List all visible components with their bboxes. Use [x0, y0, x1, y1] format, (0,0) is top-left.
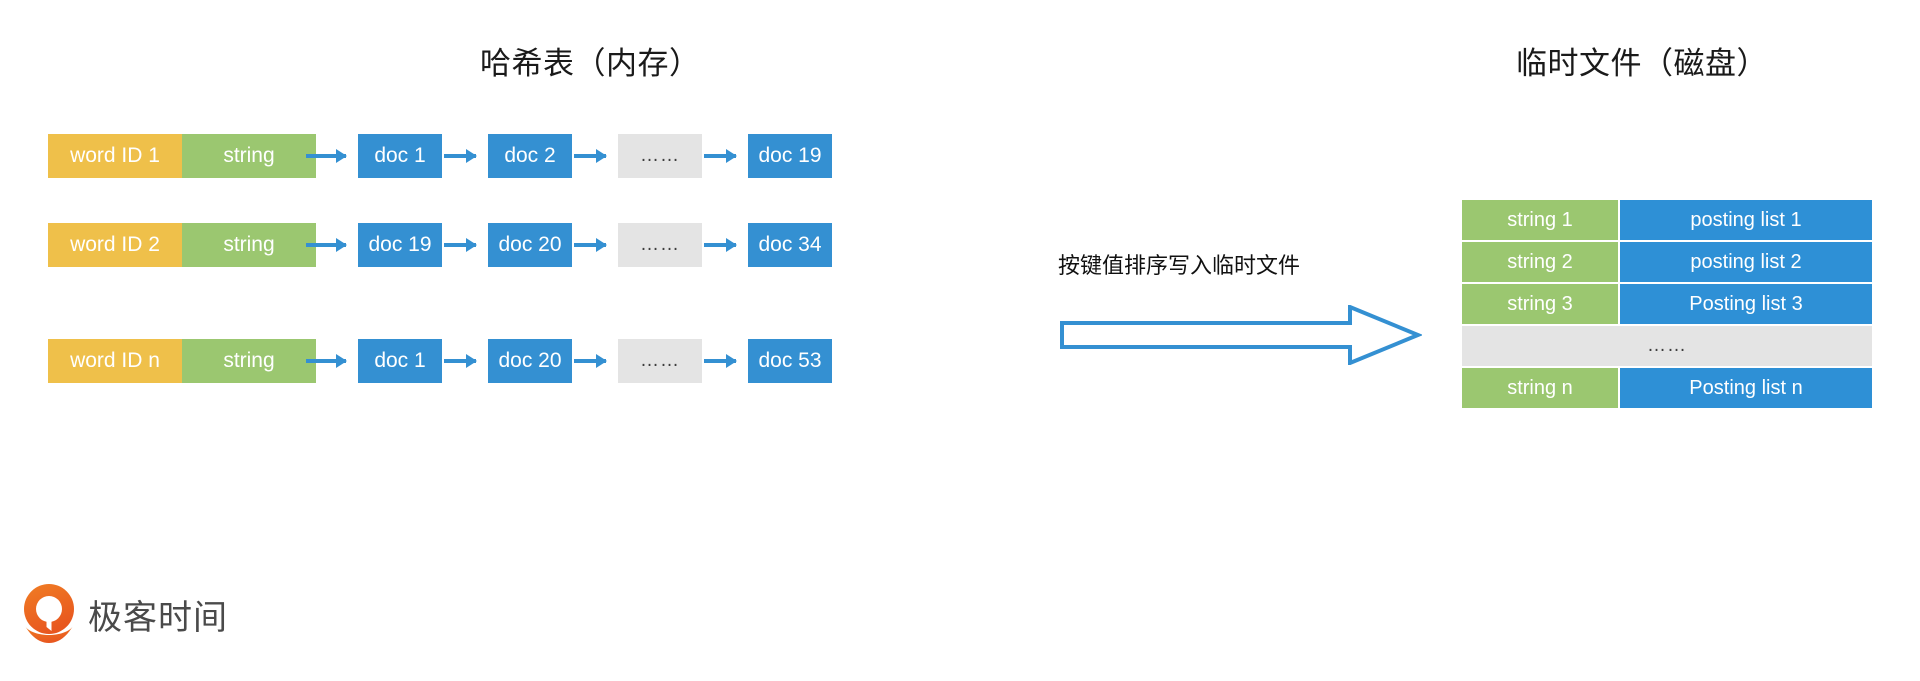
- posting-list-cell: Posting list n: [1620, 368, 1872, 408]
- doc-node: doc 20: [488, 223, 572, 267]
- word-id-cell: word ID 2: [48, 223, 182, 267]
- doc-node: doc 1: [358, 339, 442, 383]
- link-arrow-icon: [306, 149, 347, 163]
- hash-entry: word ID 1 string: [48, 134, 316, 178]
- temp-file-title: 临时文件（磁盘）: [1516, 46, 1768, 82]
- posting-list-cell: posting list 2: [1620, 242, 1872, 282]
- link-arrow-icon: [574, 238, 607, 252]
- hash-entry: word ID 2 string: [48, 223, 316, 267]
- temp-file-table: string 1 posting list 1 string 2 posting…: [1462, 200, 1872, 410]
- string-cell: string: [182, 339, 316, 383]
- block-arrow-right-icon: [1060, 305, 1422, 365]
- doc-node-ellipsis: ……: [618, 339, 702, 383]
- brand-logo: 极客时间: [22, 583, 228, 645]
- doc-node: doc 2: [488, 134, 572, 178]
- transform-label: 按键值排序写入临时文件: [1058, 254, 1301, 279]
- link-arrow-icon: [704, 238, 737, 252]
- table-row-ellipsis: ……: [1462, 326, 1872, 366]
- string-key-cell: string 2: [1462, 242, 1618, 282]
- link-arrow-icon: [704, 149, 737, 163]
- word-id-cell: word ID 1: [48, 134, 182, 178]
- brand-name: 极客时间: [88, 597, 228, 638]
- string-cell: string: [182, 223, 316, 267]
- table-row: string n Posting list n: [1462, 368, 1872, 408]
- hash-entry: word ID n string: [48, 339, 316, 383]
- doc-node: doc 19: [358, 223, 442, 267]
- word-id-cell: word ID n: [48, 339, 182, 383]
- doc-node: doc 19: [748, 134, 832, 178]
- doc-node-ellipsis: ……: [618, 223, 702, 267]
- doc-node: doc 1: [358, 134, 442, 178]
- link-arrow-icon: [306, 354, 347, 368]
- string-cell: string: [182, 134, 316, 178]
- doc-node: doc 20: [488, 339, 572, 383]
- ellipsis-cell: ……: [1462, 326, 1872, 366]
- link-arrow-icon: [574, 149, 607, 163]
- doc-node: doc 53: [748, 339, 832, 383]
- link-arrow-icon: [704, 354, 737, 368]
- string-key-cell: string n: [1462, 368, 1618, 408]
- geekbang-pin-icon: [24, 584, 74, 643]
- hash-table-title: 哈希表（内存）: [480, 46, 701, 82]
- link-arrow-icon: [574, 354, 607, 368]
- doc-node: doc 34: [748, 223, 832, 267]
- doc-node-ellipsis: ……: [618, 134, 702, 178]
- link-arrow-icon: [444, 238, 477, 252]
- link-arrow-icon: [306, 238, 347, 252]
- link-arrow-icon: [444, 354, 477, 368]
- table-row: string 1 posting list 1: [1462, 200, 1872, 240]
- table-row: string 3 Posting list 3: [1462, 284, 1872, 324]
- string-key-cell: string 1: [1462, 200, 1618, 240]
- string-key-cell: string 3: [1462, 284, 1618, 324]
- link-arrow-icon: [444, 149, 477, 163]
- posting-list-cell: posting list 1: [1620, 200, 1872, 240]
- posting-list-cell: Posting list 3: [1620, 284, 1872, 324]
- table-row: string 2 posting list 2: [1462, 242, 1872, 282]
